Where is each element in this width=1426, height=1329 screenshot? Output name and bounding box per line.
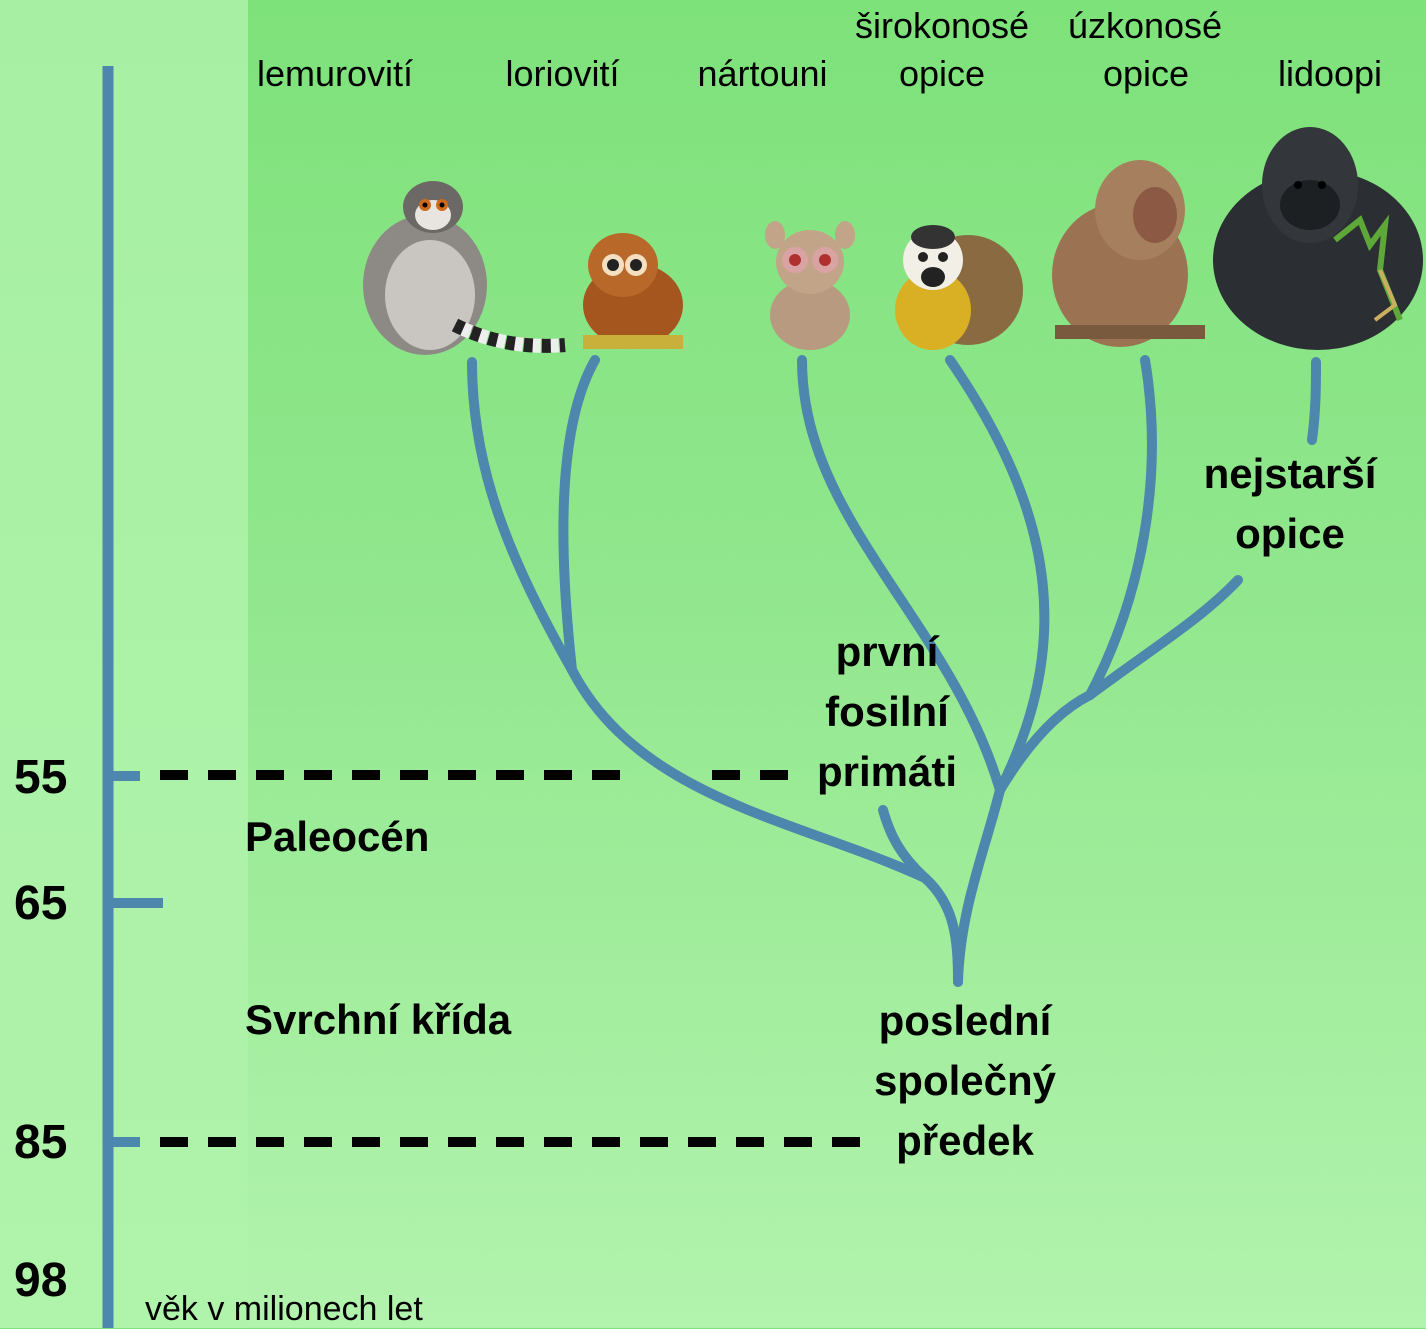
lemur-icon: [363, 181, 566, 355]
branch-loris: [558, 355, 600, 675]
baboon-icon: [1052, 160, 1205, 347]
taxon-label-newworld-1: širokonosé: [854, 5, 1030, 46]
branch-tarsier: [797, 355, 1005, 795]
period-upper-cretaceous: Svrchní křída: [245, 996, 512, 1043]
gorilla-icon: [1213, 127, 1423, 350]
period-paleocene: Paleocén: [245, 813, 430, 860]
taxon-label-tarsiers: nártouni: [697, 53, 828, 94]
branch-catarrhini: [995, 690, 1095, 795]
taxon-label-newworld-2: opice: [898, 53, 986, 94]
branch-strepsirrhini: [467, 357, 930, 883]
taxon-label-lemurs: lemurovití: [256, 53, 414, 94]
tick-label-98: 98: [14, 1254, 68, 1307]
tick-label-55: 55: [14, 751, 68, 804]
loris-icon: [583, 233, 683, 349]
branch-first-fossil: [878, 805, 930, 883]
annotation-common-ancestor-2: společný: [873, 1057, 1057, 1104]
branch-apes-lower: [1085, 575, 1243, 700]
annotation-common-ancestor-1: poslední: [878, 997, 1052, 1044]
annotation-oldest-monkeys-2: opice: [1235, 510, 1345, 557]
tarsier-icon: [765, 221, 855, 350]
annotation-first-fossil-2: fosilní: [825, 688, 949, 735]
annotation-common-ancestor-3: předek: [896, 1117, 1034, 1164]
annotation-oldest-monkeys-1: nejstarší: [1203, 450, 1377, 497]
branch-newworld: [945, 355, 1050, 795]
timeline-band: [0, 0, 248, 1328]
taxon-label-oldworld-2: opice: [1102, 53, 1190, 94]
branch-oldworld: [1085, 355, 1157, 700]
tick-label-85: 85: [14, 1116, 68, 1169]
taxon-label-oldworld-1: úzkonosé: [1067, 5, 1223, 46]
branch-haplorhini: [953, 785, 1005, 987]
tick-label-65: 65: [14, 877, 68, 930]
taxon-label-lorises: loriovití: [505, 53, 620, 94]
annotation-first-fossil-1: první: [835, 628, 939, 675]
squirrel-monkey-icon: [895, 225, 1023, 350]
axis-label: věk v milionech let: [145, 1290, 423, 1328]
annotation-first-fossil-3: primáti: [816, 748, 958, 795]
branch-trunk: [920, 873, 963, 987]
branch-apes-upper: [1307, 357, 1321, 445]
taxon-label-apes: lidoopi: [1277, 53, 1383, 94]
